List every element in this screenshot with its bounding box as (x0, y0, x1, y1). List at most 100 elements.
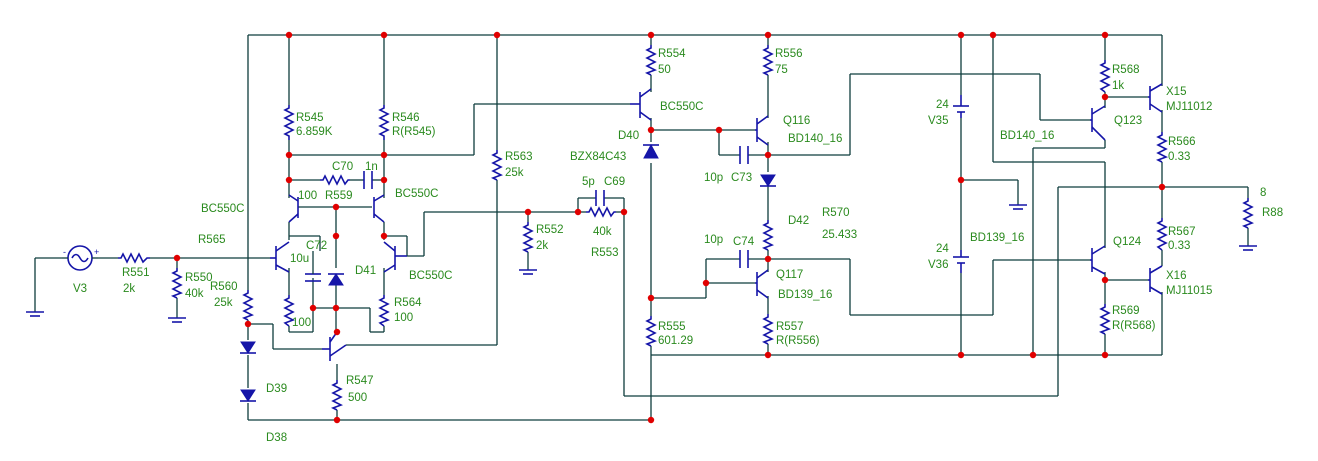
capacitors (305, 146, 749, 282)
ground-symbol (168, 317, 186, 323)
label-q124: Q124 (1113, 236, 1142, 248)
label-v36: V36 (928, 259, 948, 271)
resistor-r560 (242, 290, 254, 321)
label-r567-value: 0.33 (1168, 240, 1190, 252)
label-x16: X16 (1166, 270, 1186, 282)
transistor-bc550c-diff-right (373, 194, 385, 223)
junctions (173, 31, 1166, 424)
resistor-r550 (171, 268, 183, 299)
label-r554: R554 (658, 48, 686, 60)
resistor-r563 (491, 150, 503, 181)
label-c70: C70 (332, 161, 353, 173)
label-output-node: 8 (1260, 187, 1266, 199)
label-c74: C74 (733, 236, 755, 248)
label-r569: R569 (1112, 305, 1140, 317)
label-r565: R565 (198, 234, 226, 246)
transistor-bc550c-diff-left (288, 194, 299, 223)
label-r566-value: 0.33 (1168, 151, 1190, 163)
transistor-q116 (755, 115, 769, 146)
ground-symbol (1009, 204, 1027, 210)
transistor-bc550c-right (383, 241, 407, 273)
label-r553: R553 (591, 247, 619, 259)
diodes (240, 143, 776, 402)
label-d40: D40 (618, 130, 639, 142)
capacitor-c72 (305, 251, 321, 282)
label-r567: R567 (1168, 226, 1196, 238)
label-v3: V3 (73, 283, 87, 295)
label-r547-value: 500 (348, 392, 367, 404)
label-d38: D38 (266, 432, 287, 444)
battery-v36 (953, 250, 969, 273)
label-q116: Q116 (783, 115, 810, 127)
label-q117: Q117 (776, 269, 803, 281)
label-r560-value: 25k (214, 297, 233, 309)
wires (34, 34, 1249, 421)
label-bd139-16: BD139_16 (970, 232, 1024, 244)
transistors (270, 83, 1163, 361)
label-r545-value: 6.859K (296, 126, 333, 138)
label-q123: Q123 (1114, 115, 1142, 127)
label-c72: C72 (306, 240, 327, 252)
resistor-r545 (283, 105, 295, 140)
label-x16-value: MJ11015 (1166, 285, 1212, 297)
label-r559-value: 100 (298, 190, 317, 202)
label-r555-value: 601.29 (658, 335, 693, 347)
ground-symbol (26, 311, 44, 317)
label-x15-value: MJ11012 (1166, 101, 1212, 113)
label-r100-left-value: 100 (292, 317, 311, 329)
label-x15: X15 (1166, 86, 1186, 98)
label-r552: R552 (536, 224, 564, 236)
resistor-r569 (1099, 304, 1111, 335)
label-bzx84c43: BZX84C43 (570, 151, 626, 163)
sources: - + (62, 95, 969, 273)
capacitor-c73 (739, 146, 749, 164)
label-r556: R556 (775, 48, 803, 60)
resistor-r566 (1156, 132, 1168, 163)
resistor-r556 (762, 45, 774, 76)
label-v35-voltage: 24 (936, 99, 949, 111)
resistor-r547 (331, 380, 343, 411)
resistor-r564 (378, 295, 390, 327)
label-bc550c-left: BC550C (201, 203, 244, 215)
transistor-lower (322, 331, 347, 361)
label-c74-value: 10p (704, 234, 723, 246)
label-r563: R563 (505, 151, 533, 163)
ac-source-v3: - + (62, 245, 99, 271)
resistors (118, 45, 1254, 411)
label-d39: D39 (266, 383, 287, 395)
label-r545: R545 (296, 112, 324, 124)
label-r551: R551 (122, 267, 150, 279)
transistor-bc550c-vas (630, 88, 652, 121)
label-r550: R550 (185, 272, 213, 284)
battery-v35 (953, 95, 969, 118)
label-r556-value: 75 (775, 64, 788, 76)
label-r568: R568 (1112, 64, 1140, 76)
diode-d42 (760, 174, 776, 187)
diode-d39 (240, 341, 256, 354)
resistor-r559 (320, 174, 350, 186)
resistor-r88 (1242, 198, 1254, 229)
label-r553-value: 40k (593, 226, 612, 238)
label-d41: D41 (355, 265, 376, 277)
label-r569-value: R(R568) (1112, 320, 1156, 332)
label-c73: C73 (731, 172, 752, 184)
label-r546: R546 (392, 112, 420, 124)
label-d42: D42 (788, 215, 809, 227)
transistor-q124 (1090, 245, 1106, 275)
transistor-q117 (755, 269, 769, 299)
transistor-x16 (1148, 265, 1163, 295)
label-r557: R557 (776, 321, 804, 333)
resistor-r557 (762, 314, 774, 345)
label-r559: R559 (325, 190, 353, 202)
label-c70-value: 1n (365, 161, 378, 173)
label-r564: R564 (394, 297, 422, 309)
label-r547: R547 (346, 375, 374, 387)
resistor-r546 (378, 105, 390, 140)
label-r570-value: 25.433 (822, 229, 857, 241)
diode-d38 (240, 389, 256, 402)
capacitor-c69 (595, 190, 605, 206)
label-q117-value: BD139_16 (778, 289, 832, 301)
label-r552-value: 2k (536, 240, 548, 252)
label-r546-value: R(R545) (392, 126, 436, 138)
